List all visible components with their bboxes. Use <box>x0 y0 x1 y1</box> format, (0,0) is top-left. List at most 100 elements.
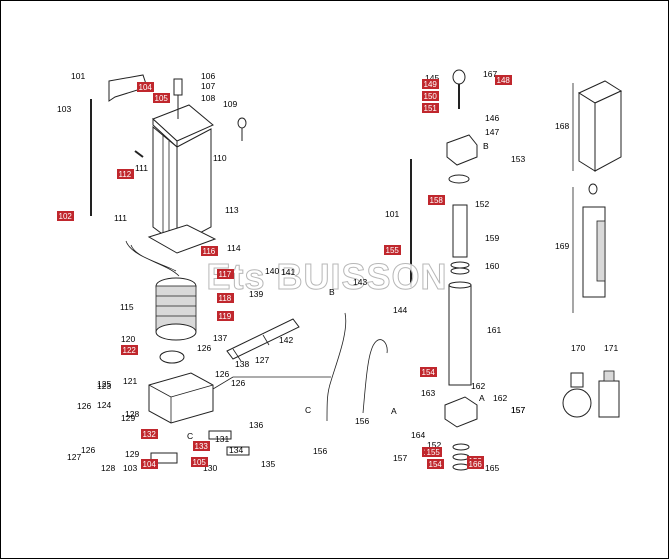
highlighted-part-label: 154 <box>427 459 444 469</box>
part-label: 157 <box>393 453 407 463</box>
part-label: 152 <box>475 199 489 209</box>
part-label: 103 <box>123 463 137 473</box>
svg-text:116: 116 <box>203 247 216 256</box>
part-label: 153 <box>511 154 525 164</box>
highlighted-part-label: 155 <box>425 447 442 457</box>
part-label: 165 <box>485 463 499 473</box>
highlighted-part-label: 133 <box>193 441 210 451</box>
part-label: 147 <box>485 127 499 137</box>
part-label: 162 <box>493 393 507 403</box>
svg-text:149: 149 <box>424 80 438 89</box>
svg-text:150: 150 <box>424 92 438 101</box>
svg-text:154: 154 <box>422 368 436 377</box>
part-label: 126 <box>197 343 211 353</box>
reservoir-assembly <box>90 74 388 464</box>
part-label: 109 <box>223 99 237 109</box>
part-label: B <box>329 287 335 297</box>
part-label: 138 <box>235 359 249 369</box>
part-label: 107 <box>201 81 215 91</box>
part-label: 162 <box>471 381 485 391</box>
part-label: 161 <box>487 325 501 335</box>
part-label: 127 <box>67 452 81 462</box>
svg-text:118: 118 <box>219 294 232 303</box>
part-label: 126 <box>215 369 229 379</box>
part-label: C <box>187 431 193 441</box>
highlighted-part-label: 119 <box>217 311 234 321</box>
part-number-labels: 1011031061071081091101111131141111151201… <box>57 69 618 473</box>
part-label: 124 <box>97 400 111 410</box>
highlighted-part-label: 117 <box>217 269 234 279</box>
part-label: 152 <box>427 440 441 450</box>
svg-text:166: 166 <box>469 460 483 469</box>
part-label: 120 <box>121 334 135 344</box>
part-label: 123 <box>97 381 111 391</box>
part-label: B <box>483 141 489 151</box>
part-label: 130 <box>203 463 217 473</box>
highlighted-part-label: 112 <box>117 169 134 179</box>
part-label: 167 <box>483 69 497 79</box>
part-label: 136 <box>249 420 263 430</box>
watermark-text: Ets BUISSON <box>206 256 447 297</box>
part-label: 169 <box>555 241 569 251</box>
part-label: 163 <box>421 388 435 398</box>
svg-text:151: 151 <box>424 104 438 113</box>
part-label: 103 <box>57 104 71 114</box>
part-label: 139 <box>249 289 263 299</box>
highlighted-part-label: 158 <box>428 195 445 205</box>
highlighted-part-label: 118 <box>217 293 234 303</box>
svg-text:102: 102 <box>59 212 73 221</box>
part-label: 129 <box>125 449 139 459</box>
svg-text:133: 133 <box>195 442 209 451</box>
svg-text:104: 104 <box>139 83 153 92</box>
part-label: C <box>305 405 311 415</box>
part-label: 128 <box>101 463 115 473</box>
highlighted-part-label: 116 <box>201 246 218 256</box>
part-label: 137 <box>213 333 227 343</box>
part-label: 110 <box>213 153 227 163</box>
highlighted-part-label: 155 <box>384 245 401 255</box>
svg-text:132: 132 <box>143 430 157 439</box>
part-label: 129 <box>121 413 135 423</box>
part-label: A <box>479 393 485 403</box>
svg-text:104: 104 <box>143 460 157 469</box>
part-label: 164 <box>411 430 425 440</box>
part-label: 144 <box>393 305 407 315</box>
part-label: 121 <box>123 376 137 386</box>
svg-text:158: 158 <box>430 196 444 205</box>
part-label: 127 <box>255 355 269 365</box>
part-label: A <box>391 406 397 416</box>
svg-text:155: 155 <box>386 246 400 255</box>
highlighted-part-label: 151 <box>422 103 439 113</box>
highlighted-part-label: 122 <box>121 345 138 355</box>
part-label: 170 <box>571 343 585 353</box>
part-label: 108 <box>201 93 215 103</box>
part-label: 168 <box>555 121 569 131</box>
part-label: 115 <box>120 302 134 312</box>
part-label: 106 <box>201 71 215 81</box>
part-label: 160 <box>485 261 499 271</box>
svg-text:105: 105 <box>193 458 207 467</box>
part-label: 111 <box>135 163 148 173</box>
part-label: 135 <box>261 459 275 469</box>
part-label: 156 <box>313 446 327 456</box>
highlighted-part-label: 132 <box>141 429 158 439</box>
part-label: 101 <box>71 71 85 81</box>
part-label: 159 <box>485 233 499 243</box>
part-label: 145 <box>425 73 439 83</box>
part-label: 134 <box>229 445 243 455</box>
part-label: 143 <box>353 277 367 287</box>
part-label: 111 <box>114 213 127 223</box>
highlighted-part-label: 149 <box>422 79 439 89</box>
part-label: 146 <box>485 113 499 123</box>
part-label: 131 <box>215 434 229 444</box>
part-label: 128 <box>125 409 139 419</box>
part-label: 126 <box>77 401 91 411</box>
highlighted-part-label: 105 <box>191 457 208 467</box>
svg-text:122: 122 <box>123 346 137 355</box>
part-label: 101 <box>385 209 399 219</box>
part-label: 141 <box>281 267 295 277</box>
highlighted-part-label: 166 <box>467 459 484 469</box>
